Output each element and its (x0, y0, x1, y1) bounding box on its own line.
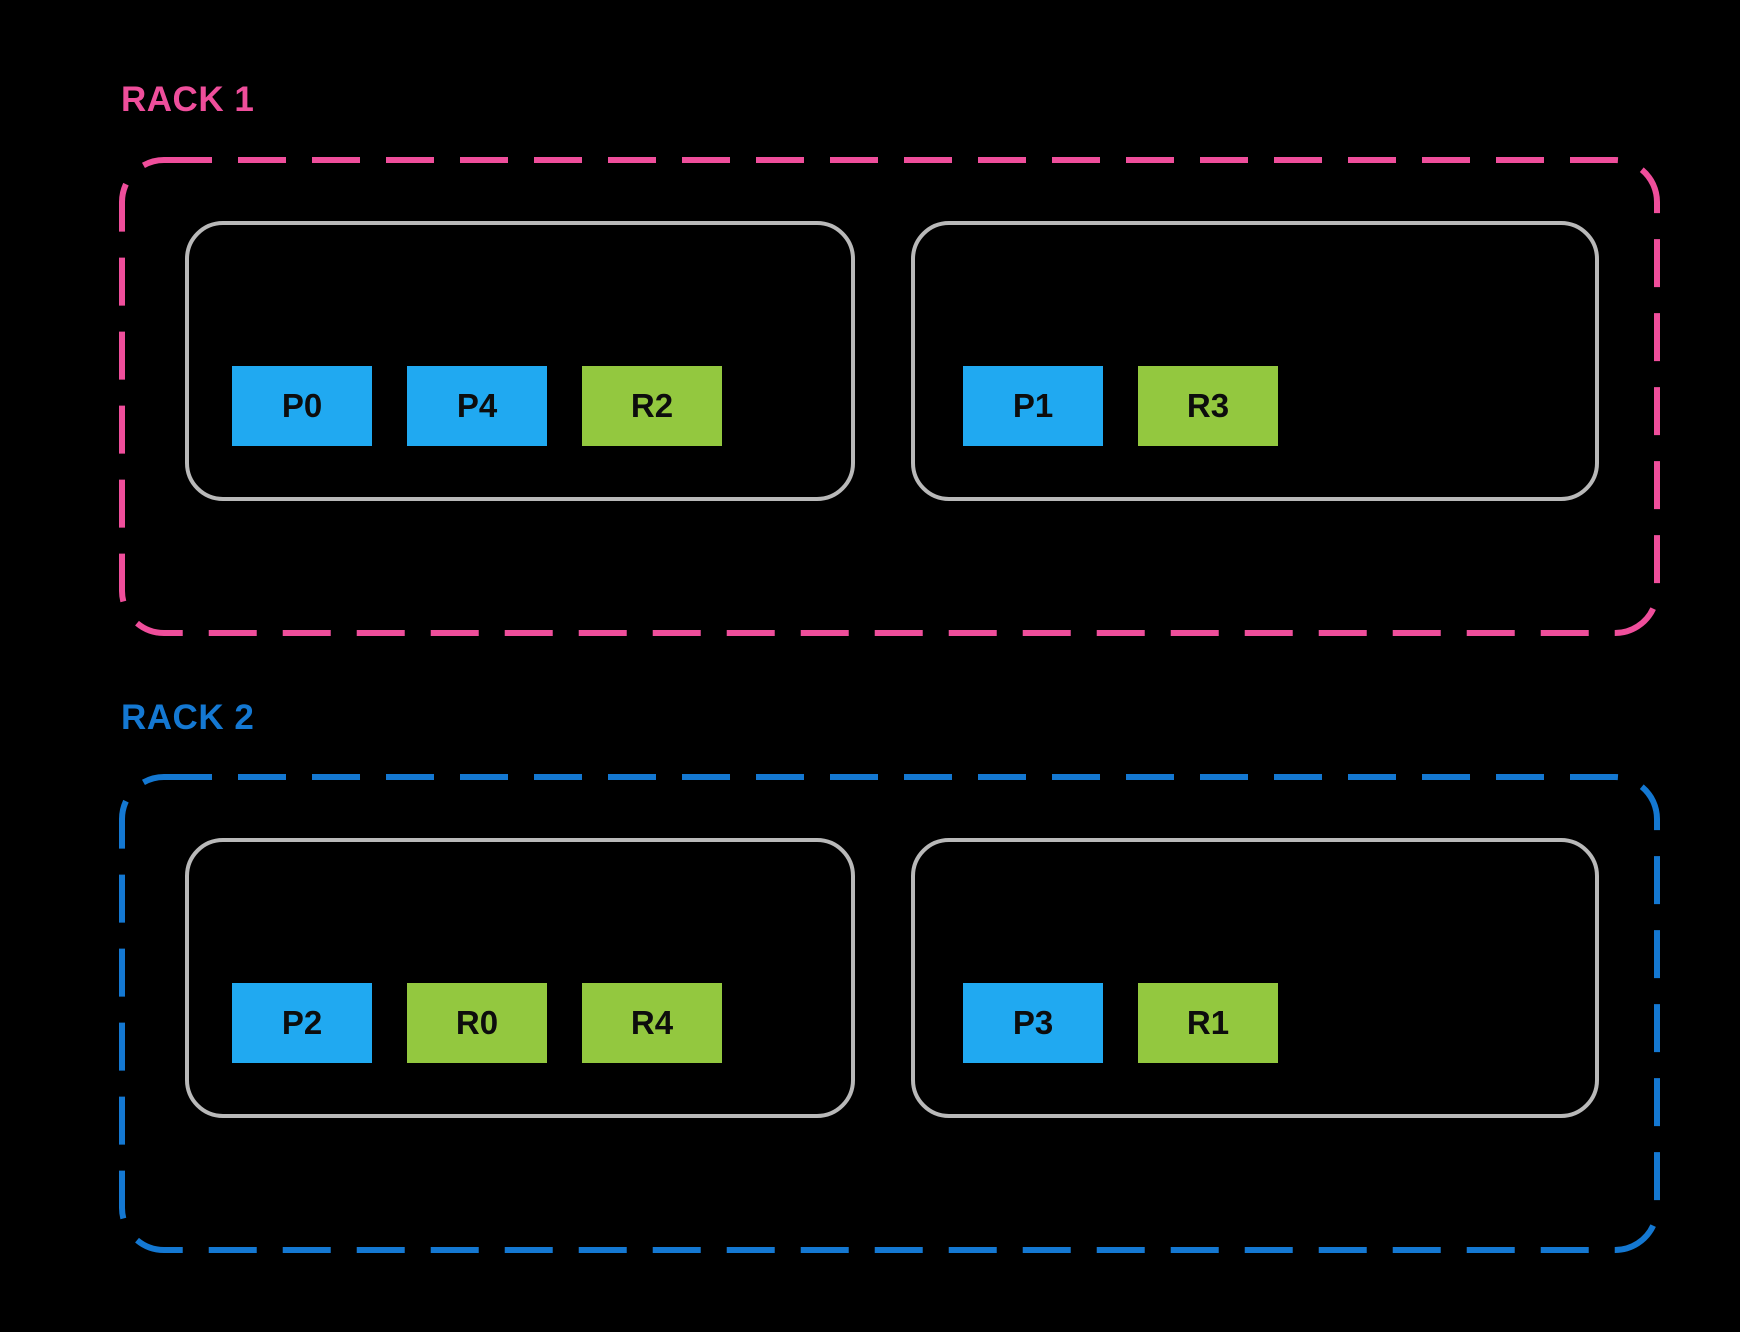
node-p4: P4 (407, 366, 547, 446)
node-r0: R0 (407, 983, 547, 1063)
rack-2-label: RACK 2 (121, 698, 255, 737)
rack-2-host-1: P2 R0 R4 (185, 838, 855, 1118)
node-p2: P2 (232, 983, 372, 1063)
rack-1-host-2: P1 R3 (911, 221, 1599, 501)
rack-1-boundary: P0 P4 R2 P1 R3 (119, 157, 1660, 636)
rack-2-host-2: P3 R1 (911, 838, 1599, 1118)
node-r2: R2 (582, 366, 722, 446)
node-p3: P3 (963, 983, 1103, 1063)
node-p0: P0 (232, 366, 372, 446)
node-r1: R1 (1138, 983, 1278, 1063)
node-p1: P1 (963, 366, 1103, 446)
rack-1-dashed-border-icon (119, 157, 1660, 636)
rack-1-label: RACK 1 (121, 80, 255, 119)
rack-1-host-1: P0 P4 R2 (185, 221, 855, 501)
rack-2-dashed-border-icon (119, 774, 1660, 1253)
rack-2-boundary: P2 R0 R4 P3 R1 (119, 774, 1660, 1253)
node-r3: R3 (1138, 366, 1278, 446)
node-r4: R4 (582, 983, 722, 1063)
